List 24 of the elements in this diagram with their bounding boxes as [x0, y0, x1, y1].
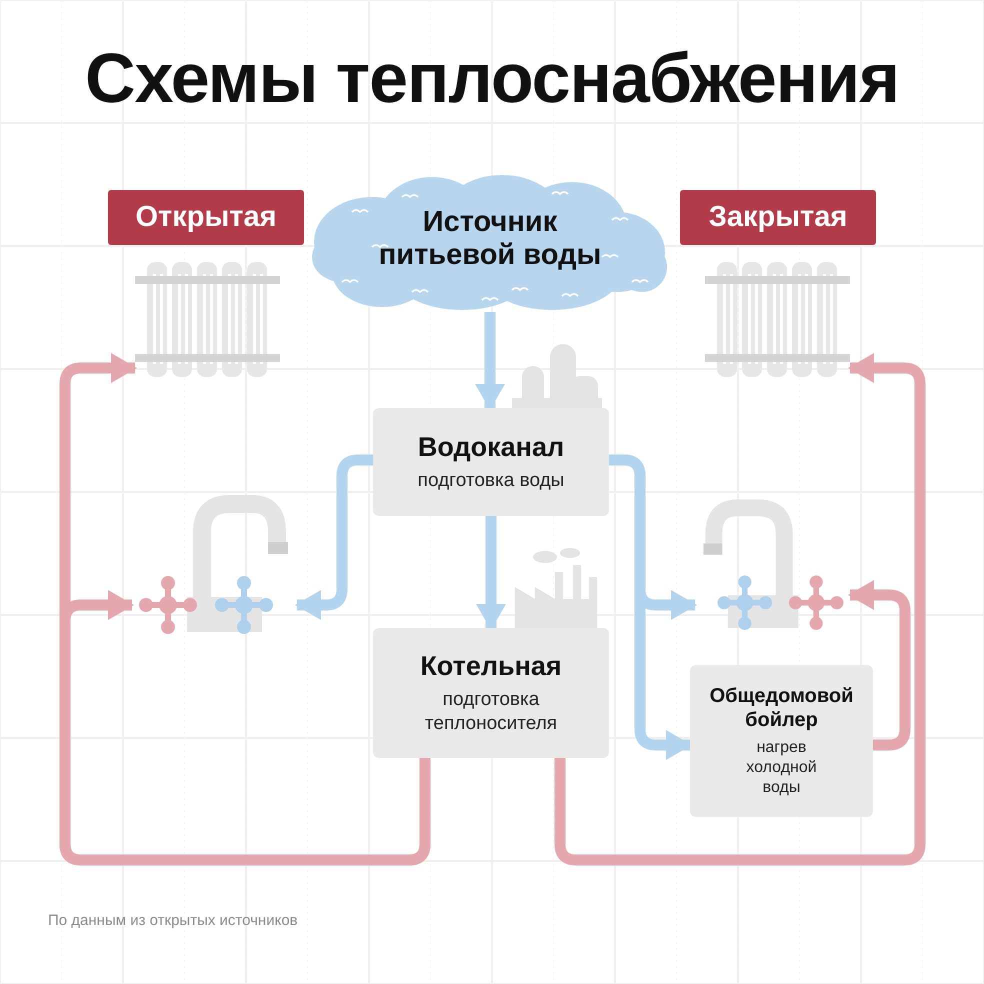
process-box — [690, 665, 873, 817]
node-subtitle: подготовка воды — [416, 469, 566, 494]
flow-arrow — [295, 454, 373, 620]
source-text: Источник питьевой воды — [378, 206, 602, 272]
tag-text: Закрытая — [708, 201, 848, 234]
node-title: Общедомовой бойлер — [708, 684, 854, 732]
flow-arrow — [848, 580, 910, 750]
node-title: Котельная — [420, 650, 562, 682]
flow-arrow — [554, 353, 926, 866]
node-subtitle: нагрев холодной воды — [745, 738, 818, 798]
flow-arrow — [476, 516, 506, 630]
tag-label — [108, 190, 304, 245]
tag-text: Открытая — [135, 201, 276, 234]
flow-arrow — [475, 312, 505, 410]
node-subtitle: подготовка теплоносителя — [424, 688, 558, 736]
source-note: По данным из открытых источников — [48, 912, 298, 929]
node-title: Водоканал — [418, 430, 564, 464]
process-box — [373, 628, 609, 758]
title: Схемы теплоснабжения — [84, 40, 900, 117]
process-box — [373, 408, 609, 516]
tag-label — [680, 190, 876, 245]
radiator-drawing — [135, 262, 280, 377]
radiator-drawing — [705, 262, 850, 377]
flow-arrow — [60, 590, 430, 866]
